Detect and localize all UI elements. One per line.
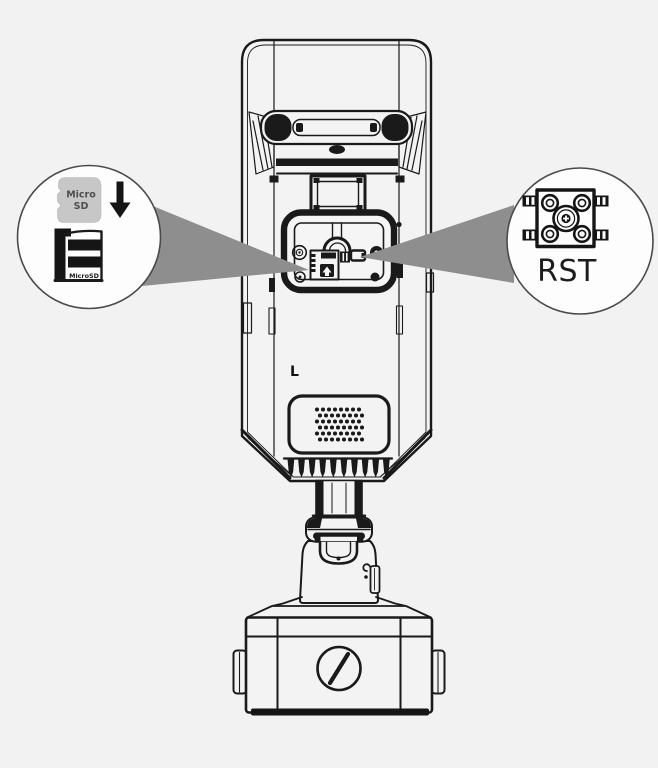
vent-slot xyxy=(292,118,381,137)
sd-card-label-line1: Micro xyxy=(66,190,96,201)
insert-arrow-icon xyxy=(109,181,131,218)
sd-bubble-circle xyxy=(16,164,162,310)
junction-box xyxy=(232,616,446,716)
speaker-grille-holes xyxy=(314,407,365,442)
pedestal-arch xyxy=(314,535,364,565)
reset-button-rivets xyxy=(540,193,592,244)
crease-mark-left xyxy=(269,278,275,292)
sunshade-vent xyxy=(259,109,414,146)
lens-base-band xyxy=(276,158,398,166)
vent-end-left xyxy=(264,114,292,141)
orientation-marking: L xyxy=(290,364,299,380)
crease-tick-left xyxy=(269,175,279,183)
pedestal-clip xyxy=(362,563,381,594)
reset-button-legs xyxy=(522,195,609,241)
edge-clip-left xyxy=(242,302,253,334)
speaker-grille xyxy=(287,394,391,455)
reset-button-plunger xyxy=(552,204,580,233)
sd-card-slot[interactable] xyxy=(309,249,340,281)
crease-mark-right xyxy=(397,262,403,278)
micro-sd-card-icon: Micro SD xyxy=(57,177,102,223)
callout-beam-left xyxy=(142,204,309,286)
pilot-hole-dot xyxy=(396,221,402,228)
camera-body-inner-line xyxy=(247,44,427,478)
sd-slot-tiny-label: MicroSD xyxy=(69,272,99,280)
mount-neck xyxy=(311,479,367,517)
reset-callout-bubble: RST xyxy=(506,167,654,315)
screw-cap[interactable] xyxy=(316,645,362,692)
callout-beam-right xyxy=(360,205,514,283)
compartment-screw-top-left xyxy=(291,244,308,261)
compartment-channel xyxy=(331,222,343,241)
junction-box-shadow xyxy=(251,708,429,716)
camera-mount xyxy=(232,479,446,716)
sd-callout-bubble: Micro SD MicroSD xyxy=(16,164,162,310)
base-plate xyxy=(246,596,432,619)
rst-label: RST xyxy=(537,254,597,289)
status-led-oval xyxy=(329,145,345,154)
junction-box-dividers xyxy=(276,617,402,713)
compartment-screw-bottom-left xyxy=(294,271,306,283)
compartment-boss-right-lower xyxy=(370,272,380,282)
edge-clip-right xyxy=(425,272,435,293)
crease-clip-left xyxy=(268,307,276,335)
mount-pedestal xyxy=(299,540,379,604)
sd-card-label-line2: SD xyxy=(74,201,89,212)
crease-clip-right xyxy=(395,305,404,335)
sd-slot-icon: MicroSD xyxy=(53,228,104,283)
vent-end-right xyxy=(381,114,409,141)
lens-mount-bracket xyxy=(309,174,367,214)
crease-tick-right xyxy=(395,175,405,183)
cable-fins xyxy=(282,457,394,478)
reset-button-icon xyxy=(522,188,609,249)
compartment-dome xyxy=(322,236,352,253)
